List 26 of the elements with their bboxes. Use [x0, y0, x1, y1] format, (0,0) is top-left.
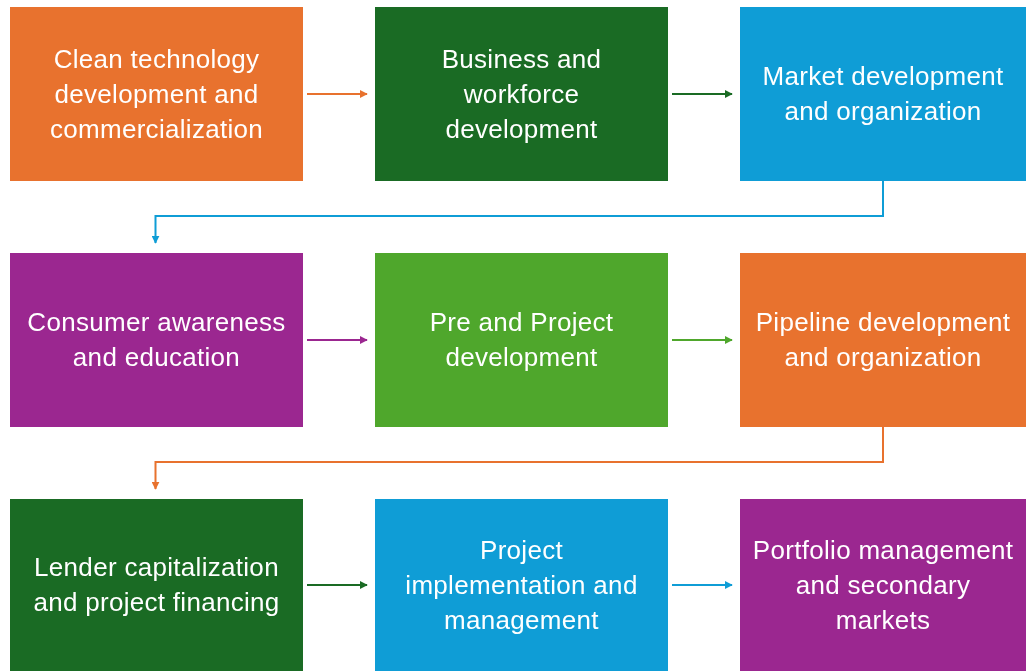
- box-label: Lender capitalization and project financing: [32, 551, 281, 619]
- arrow: [151, 426, 884, 490]
- arrow: [151, 180, 884, 244]
- arrow: [671, 581, 733, 589]
- arrow: [306, 581, 368, 589]
- process-box: [375, 253, 668, 427]
- box-label: Clean technology development and commercialization: [48, 42, 265, 146]
- box-label: Pipeline development and organization: [754, 306, 1012, 374]
- box-label: Consumer awareness and education: [26, 306, 287, 374]
- box-label: Portfolio management and secondary markets: [752, 533, 1014, 637]
- box-label: Project implementation and management: [404, 533, 639, 637]
- box-label: Market development and organization: [761, 60, 1005, 128]
- box-label: Pre and Project development: [428, 306, 615, 374]
- arrow: [671, 90, 733, 98]
- process-box: [375, 499, 668, 671]
- arrow: [306, 90, 368, 98]
- process-box: [740, 7, 1026, 181]
- process-box: [375, 7, 668, 181]
- process-box: [740, 253, 1026, 427]
- process-box: [10, 253, 303, 427]
- process-box: [740, 499, 1026, 671]
- process-box: [10, 499, 303, 671]
- arrow: [671, 336, 733, 344]
- box-label: Business and workforce development: [440, 42, 603, 146]
- process-box: [10, 7, 303, 181]
- arrow: [306, 336, 368, 344]
